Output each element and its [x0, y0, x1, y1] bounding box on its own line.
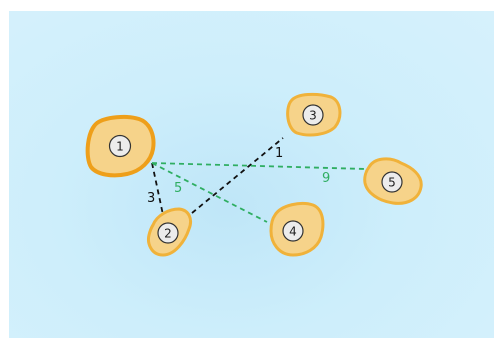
island-4-number: 4	[289, 225, 297, 239]
island-3-badge	[302, 104, 324, 126]
island-3[interactable]: 3	[286, 92, 342, 137]
edge-weight-label-1-2: 3	[147, 191, 155, 206]
island-5[interactable]: 5	[363, 157, 423, 205]
island-2-badge	[157, 222, 179, 244]
island-2[interactable]: 2	[147, 207, 193, 257]
edge-2-3[interactable]	[191, 137, 284, 214]
island-4[interactable]: 4	[269, 201, 325, 257]
island-1-badge	[108, 134, 132, 158]
edge-weight-label-1-4: 5	[174, 181, 182, 196]
island-5-badge	[381, 171, 403, 193]
island-1[interactable]: 1	[85, 114, 156, 178]
edge-1-2[interactable]	[151, 162, 170, 244]
edge-1-5[interactable]	[151, 162, 367, 170]
map-canvas: 3 1 5 9 1 2 3 4 5	[85, 92, 423, 257]
island-4-badge	[282, 220, 304, 242]
edge-1-4[interactable]	[151, 162, 268, 223]
edge-weight-label-1-5: 9	[322, 171, 330, 186]
edges-layer	[151, 137, 367, 244]
island-1-number: 1	[116, 140, 124, 154]
island-2-number: 2	[164, 227, 172, 241]
island-3-number: 3	[309, 109, 317, 123]
game-board: 3 1 5 9 1 2 3 4 5	[9, 11, 494, 338]
island-5-number: 5	[388, 176, 396, 190]
edge-weight-label-2-3: 1	[275, 146, 283, 161]
